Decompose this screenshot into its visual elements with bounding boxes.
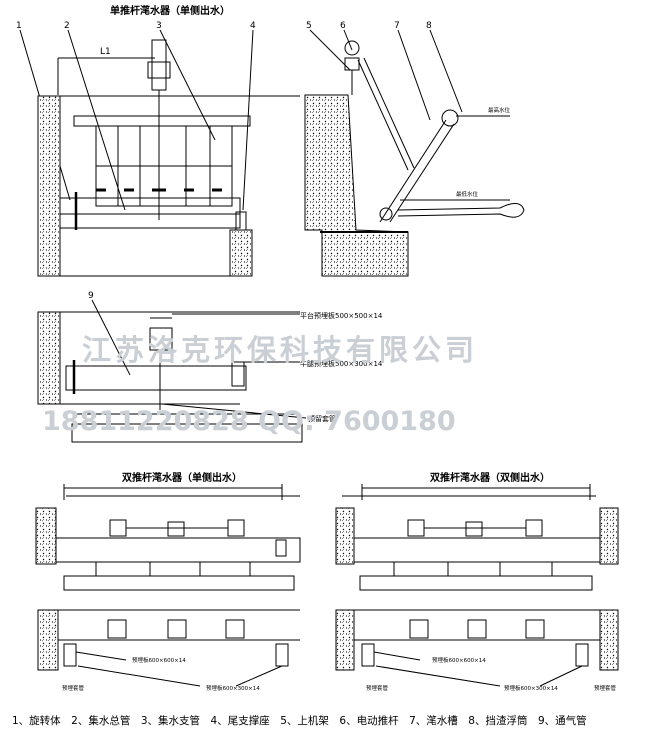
bottom-right-title: 双推杆滗水器（双侧出水）	[430, 471, 550, 484]
level-max: 最高水位	[488, 106, 511, 114]
br-sleeve-left: 预埋套管	[366, 684, 389, 692]
top-left-title: 单推杆滗水器（单侧出水）	[110, 4, 230, 17]
bl-plate-600x600: 预埋板600×600×14	[132, 656, 186, 664]
callout-2: 2	[64, 21, 70, 31]
bl-plate-600x300: 预埋板600×300×14	[206, 684, 260, 692]
bl-sleeve: 预埋套管	[62, 684, 85, 692]
callout-6: 6	[340, 21, 346, 31]
callout-9: 9	[88, 291, 94, 301]
callout-1: 1	[16, 21, 22, 31]
callout-8: 8	[426, 21, 432, 31]
plan-callout-corbel-plate: 牛腿预埋板500×300×14	[300, 359, 383, 368]
callout-5: 5	[306, 21, 312, 31]
br-sleeve-right: 预埋套管	[594, 684, 617, 692]
bottom-left-drawing: 双推杆滗水器（单侧出水） 预埋板600×600×14 预埋套管 预埋板600×3…	[35, 471, 301, 692]
callout-4: 4	[250, 21, 256, 31]
plan-callout-platform-plate: 平台预埋板500×500×14	[300, 311, 383, 320]
watermark-company: 江苏洛克环保科技有限公司	[82, 333, 478, 367]
top-left-elevation: 单推杆滗水器（单侧出水） 1 2 3 4 L1	[16, 4, 300, 277]
br-plate-600x300: 预埋板600×300×14	[504, 684, 558, 692]
bottom-left-title: 双推杆滗水器（单侧出水）	[122, 471, 242, 484]
watermark-contact: 18811220828 QQ: 7600180	[42, 406, 456, 437]
top-right-section: 5 6 7 8 最高水位 最低水位	[304, 21, 525, 277]
br-plate-600x600: 预埋板600×600×14	[432, 656, 486, 664]
plan-callout-sleeve: 预留套管	[308, 414, 336, 423]
level-min: 最低水位	[456, 190, 479, 198]
bottom-right-drawing: 双推杆滗水器（双侧出水） 预埋板600×600×14 预埋套管 预埋套管	[335, 471, 619, 692]
middle-plan: 9 平台预埋板500×500×14 牛腿预埋板500×300×14 预留套管	[37, 291, 383, 443]
callout-3: 3	[156, 21, 162, 31]
dim-l1: L1	[100, 47, 111, 57]
callout-7: 7	[394, 21, 400, 31]
parts-legend: 1、旋转体 2、集水总管 3、集水支管 4、尾支撑座 5、上机架 6、电动推杆 …	[12, 714, 587, 727]
